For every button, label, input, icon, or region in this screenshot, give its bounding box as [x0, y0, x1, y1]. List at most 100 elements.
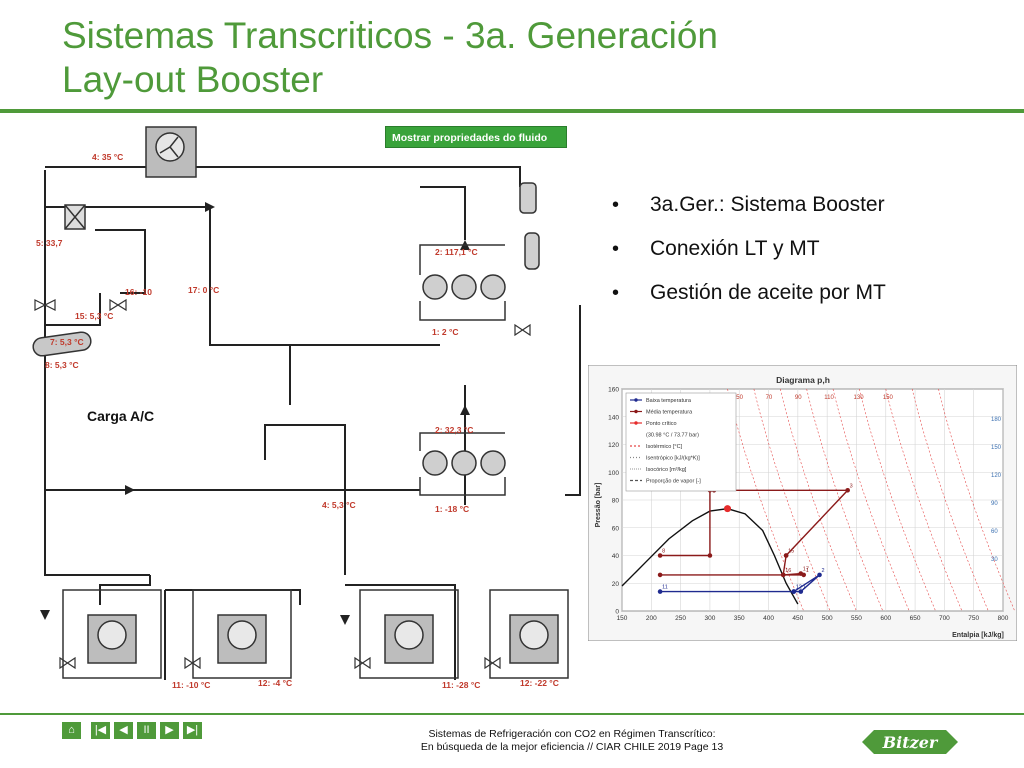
footer-text: Sistemas de Refrigeración con CO2 en Rég… — [392, 728, 752, 754]
y-tick-label: 0 — [615, 609, 619, 616]
bullet-list: 3a.Ger.: Sistema Booster Conexión LT y M… — [612, 193, 886, 325]
bitzer-logo: Bitzer — [862, 730, 958, 754]
flash-tank — [32, 331, 92, 357]
isochore-label: 180 — [991, 417, 1002, 423]
isochore-label: 30 — [991, 557, 998, 563]
footer-divider — [0, 713, 1024, 715]
isotherm-line — [832, 388, 910, 612]
slide-nav: ⌂ |◀ ◀ II ▶ ▶| — [62, 722, 202, 739]
data-point — [780, 572, 786, 578]
page-title: Sistemas Transcriticos - 3a. Generación … — [62, 14, 718, 102]
y-tick-label: 160 — [608, 387, 619, 394]
pause-button[interactable]: II — [137, 722, 156, 739]
state-label-11-lt: 11: -28 °C — [442, 680, 480, 690]
x-tick-label: 600 — [880, 615, 891, 622]
data-point — [791, 589, 797, 594]
isotherm-line — [806, 388, 884, 612]
ph-diagram-chart: Diagrama p,h Pressão [bar] Entalpia [kJ/… — [588, 365, 1017, 641]
legend-entry: Isocórico [m³/kg] — [646, 467, 687, 473]
state-label-2-mt: 2: 117,1 °C — [435, 247, 478, 257]
lt-compressor-group — [419, 432, 506, 496]
x-tick-label: 250 — [675, 615, 686, 622]
y-tick-label: 20 — [612, 581, 620, 588]
footer-line-1: Sistemas de Refrigeración con CO2 en Rég… — [428, 728, 716, 740]
booster-layout-diagram: 4: 35 °C 5: 33,7 16: -10 17: 0 °C 15: 5,… — [32, 126, 581, 690]
isotherm-line — [911, 388, 989, 612]
legend-marker — [634, 398, 638, 402]
first-slide-button[interactable]: |◀ — [91, 722, 110, 739]
legend-entry: (30.98 °C / 73.77 bar) — [646, 433, 699, 439]
pipe-mt-top — [420, 186, 466, 240]
data-point-label: 17 — [803, 567, 809, 573]
data-point — [657, 572, 663, 578]
x-tick-label: 450 — [792, 615, 803, 622]
x-tick-label: 800 — [998, 615, 1009, 622]
isotherm-line — [859, 388, 936, 612]
isochore-label: 60 — [991, 529, 998, 535]
legend-entry: Ponto crítico — [646, 421, 677, 427]
bullet-item: Gestión de aceite por MT — [612, 281, 886, 305]
legend-entry: Baixa temperatura — [646, 398, 692, 404]
isotherm-label: 90 — [795, 395, 802, 401]
data-point — [801, 572, 807, 578]
x-tick-label: 350 — [734, 615, 745, 622]
data-point-label: 2 — [822, 568, 825, 574]
state-label-8: 8: 5,3 °C — [45, 360, 79, 370]
data-point-label: 12 — [796, 585, 802, 591]
data-point — [707, 553, 713, 558]
state-label-1-lt: 1: -18 °C — [435, 504, 469, 514]
flow-arrow — [340, 615, 350, 625]
state-label-2-lt: 2: 32,3 °C — [435, 425, 473, 435]
pipe-liquid — [209, 207, 291, 405]
isotherm-label: 150 — [883, 395, 894, 401]
x-tick-label: 550 — [851, 615, 862, 622]
footer-line-2: En búsqueda de la mejor eficiencia // CI… — [420, 741, 724, 753]
evaporator-mt-1 — [62, 589, 162, 679]
isotherm-label: 70 — [766, 395, 773, 401]
x-tick-label: 500 — [822, 615, 833, 622]
pipe-top — [45, 166, 521, 187]
y-tick-label: 140 — [608, 414, 619, 421]
data-point-label: 3 — [850, 483, 853, 489]
bullet-item: 3a.Ger.: Sistema Booster — [612, 193, 886, 217]
y-tick-label: 120 — [608, 442, 619, 449]
x-tick-label: 700 — [939, 615, 950, 622]
pipe-discharge — [95, 229, 146, 294]
state-label-4-lt: 4: 5,3 °C — [322, 500, 356, 510]
state-label-1-mt: 1: 2 °C — [432, 327, 459, 337]
state-label-5: 5: 33,7 — [36, 238, 63, 248]
isotherm-line — [779, 388, 857, 612]
flow-arrow — [460, 405, 470, 415]
heat-exchanger — [64, 204, 86, 230]
y-tick-label: 60 — [612, 525, 620, 532]
isotherm-label: 130 — [854, 395, 865, 401]
data-point-label: 16 — [785, 568, 791, 574]
data-point — [657, 589, 663, 594]
pipe-to-mt-evap — [165, 589, 301, 605]
home-button[interactable]: ⌂ — [62, 722, 81, 739]
show-fluid-properties-button[interactable]: Mostrar propriedades do fluido — [385, 126, 567, 148]
evaporator-lt-2 — [489, 589, 569, 679]
legend-box — [625, 392, 737, 492]
data-point — [798, 589, 804, 594]
isotherm-line — [753, 388, 831, 612]
data-point-label: 1 — [806, 568, 809, 574]
isochore-label: 90 — [991, 501, 998, 507]
gas-cooler-unit — [145, 126, 197, 178]
state-label-12-mt: 12: -4 °C — [258, 678, 292, 688]
last-slide-button[interactable]: ▶| — [183, 722, 202, 739]
pipe-lt-evap — [345, 584, 456, 680]
data-point — [724, 505, 732, 513]
legend-entry: Média temperatura — [646, 410, 693, 416]
title-line-2: Lay-out Booster — [62, 59, 324, 100]
x-tick-label: 200 — [646, 615, 657, 622]
x-tick-label: 650 — [910, 615, 921, 622]
state-label-11-mt: 11: -10 °C — [172, 680, 210, 690]
next-slide-button[interactable]: ▶ — [160, 722, 179, 739]
pipe-return — [264, 424, 346, 575]
state-label-15: 15: 5,3 °C — [75, 311, 113, 321]
mt-compressor-group — [419, 244, 506, 321]
prev-slide-button[interactable]: ◀ — [114, 722, 133, 739]
flow-arrow — [40, 610, 50, 620]
